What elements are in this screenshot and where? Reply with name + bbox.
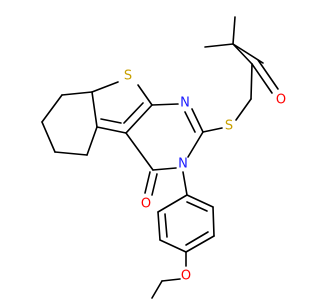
bond [61,91,93,96]
bond [202,127,223,133]
bonds [41,16,279,299]
bond [86,126,98,156]
bond [164,213,168,238]
bond [54,151,88,156]
structure-canvas: S N N S O O O [41,16,287,299]
bond [137,84,153,106]
atom-n-imine: N [180,96,190,111]
molecule-drawing: S N N S O O O [41,16,286,299]
bond [151,103,179,106]
bond [144,171,151,194]
bond [185,235,215,253]
bond [235,98,252,121]
atom-o-carbonyl-ring: O [141,197,151,212]
bond [232,16,236,45]
atom-labels: S N N S O O O [124,69,286,284]
atom-o-ether: O [181,269,191,284]
bond [41,94,63,123]
bond [204,43,234,48]
bond [100,118,122,124]
bond [91,91,98,128]
bond [191,108,204,133]
bond [151,280,163,299]
bond [232,43,264,64]
bond [212,206,215,237]
bond [186,194,214,208]
atom-n-amide: N [178,157,188,172]
bond [125,132,154,171]
bond [41,121,56,153]
bond [159,239,187,253]
bond [187,131,204,158]
bond [123,102,144,124]
atom-s-ring: S [124,69,132,84]
bond [152,167,177,171]
bond [151,173,158,196]
bond [157,211,161,241]
bond [91,81,119,93]
bond [250,63,253,100]
bond [251,63,273,94]
bond [257,59,279,90]
atom-o-ketone: O [276,93,286,108]
bond [96,126,127,134]
bond [182,171,188,196]
atom-s-thioether: S [225,119,233,134]
bond [232,43,253,65]
bond [186,201,208,212]
bond [125,104,153,134]
bond [161,278,181,282]
bond [184,111,196,133]
bond [185,231,209,246]
bond [157,194,188,213]
